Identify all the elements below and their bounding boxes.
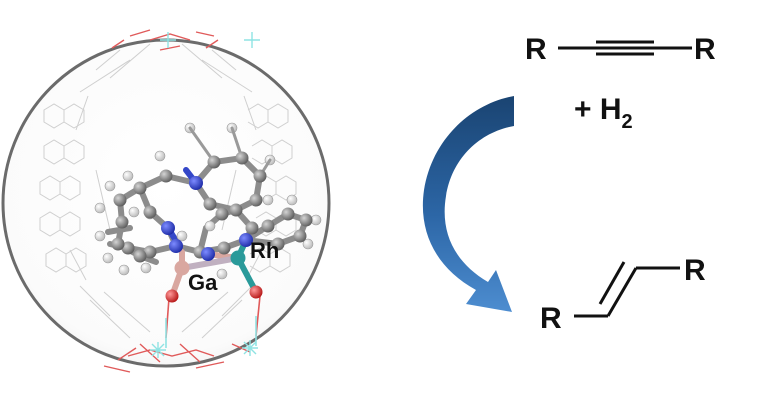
plus-h2-label: + H2 <box>574 93 633 133</box>
triple-bond <box>558 40 692 56</box>
molecular-model-icon <box>94 122 322 303</box>
h2-subscript: 2 <box>622 111 633 133</box>
gallium-label: Ga <box>188 270 218 295</box>
product-alkene: R R <box>540 254 706 335</box>
cage-sphere <box>1 38 331 368</box>
alkene-left-r: R <box>540 302 562 335</box>
rhodium-label: Rh <box>250 238 279 263</box>
alkyne-right-r: R <box>694 33 716 66</box>
gallium-atom <box>174 260 190 276</box>
oxygen-atom-left <box>165 289 179 303</box>
reactant-alkyne: R R <box>525 33 716 66</box>
hydrogen-reagent: + H2 <box>574 93 633 133</box>
double-bond <box>574 261 680 318</box>
catalyst-cage-illustration: Rh Ga <box>1 29 331 373</box>
rhodium-atom <box>230 250 246 266</box>
metal-linkers <box>165 295 261 348</box>
cage-vertex-fragments <box>103 29 260 373</box>
curved-arrow-icon <box>422 96 514 312</box>
cage-wireframe <box>39 43 297 339</box>
alkyne-left-r: R <box>525 33 547 66</box>
alkene-right-r: R <box>684 254 706 287</box>
oxygen-atom-right <box>249 285 263 299</box>
